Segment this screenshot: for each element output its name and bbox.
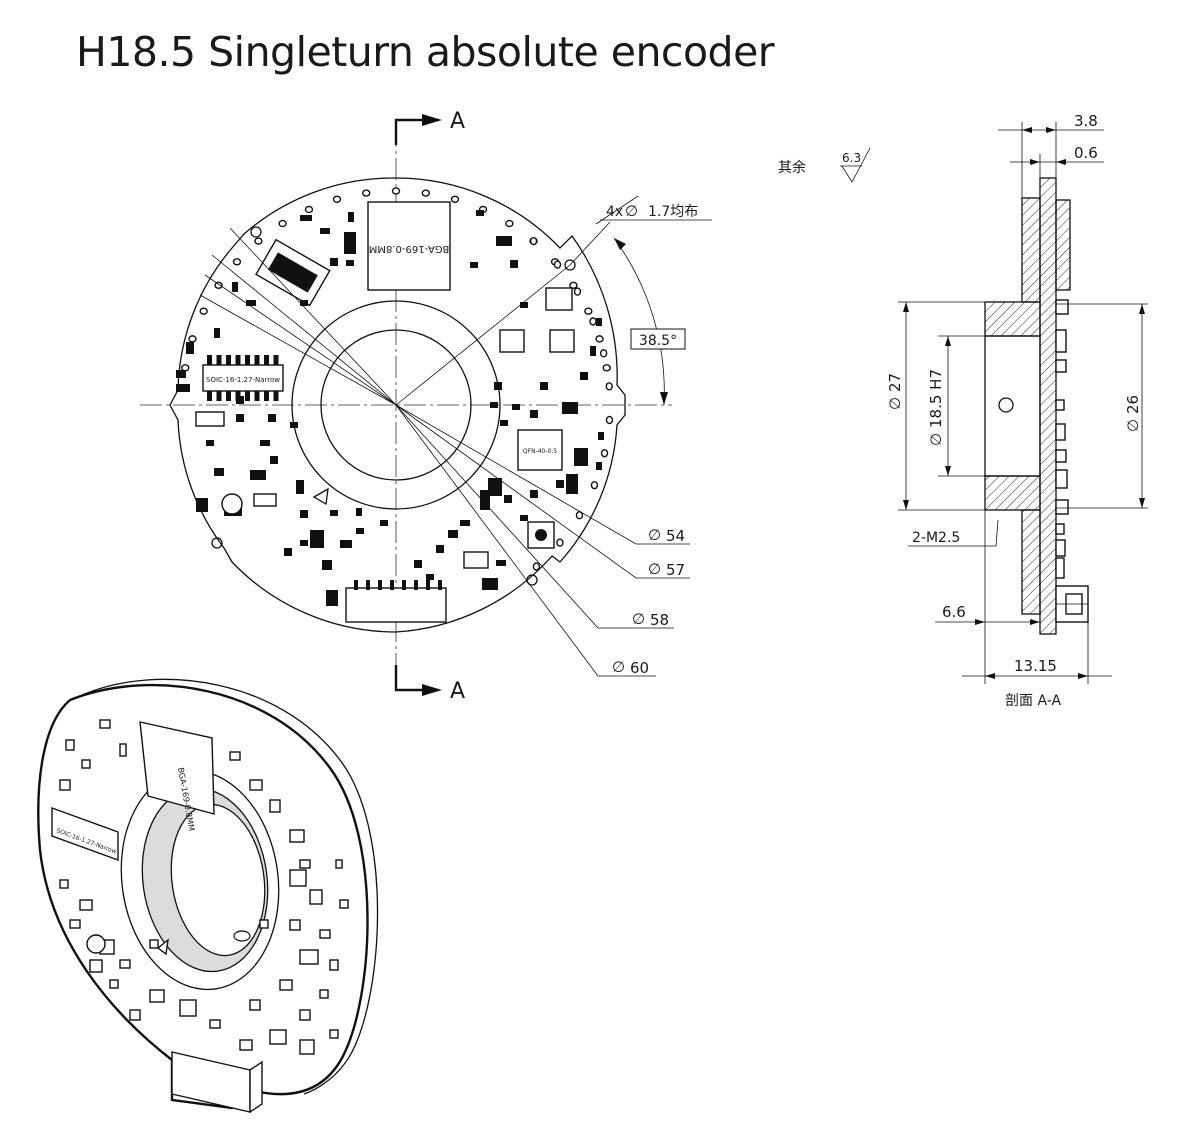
svg-text:27: 27 bbox=[886, 373, 904, 392]
roughness-symbol: 其余 6.3 bbox=[778, 147, 871, 183]
qfn-chip: QFN-40-0.5 bbox=[517, 429, 563, 471]
svg-text:其余: 其余 bbox=[778, 159, 806, 176]
dia-54-label: ∅ 54 bbox=[648, 526, 685, 545]
iso-pcb-outline bbox=[37, 683, 369, 1110]
svg-text:38.5°: 38.5° bbox=[639, 333, 677, 349]
svg-text:∅: ∅ bbox=[886, 397, 904, 410]
component-upper bbox=[1055, 199, 1071, 291]
iso-components bbox=[59, 719, 349, 1055]
svg-text:1.7均布: 1.7均布 bbox=[648, 204, 698, 220]
svg-text:A: A bbox=[450, 679, 465, 704]
dia-60-label: ∅ 60 bbox=[612, 658, 649, 677]
square-chip bbox=[527, 521, 555, 549]
bore-inner-circle bbox=[320, 329, 472, 481]
dim-13-15: 13.15 bbox=[962, 622, 1112, 684]
svg-text:BGA-169-0.8MM: BGA-169-0.8MM bbox=[369, 243, 450, 254]
svg-text:4x: 4x bbox=[606, 204, 623, 220]
front-view: A A BGA-169-0.8MM SOIC-16-1.27- bbox=[140, 109, 712, 704]
bga-chip: BGA-169-0.8MM bbox=[367, 201, 451, 291]
svg-text:A: A bbox=[450, 109, 465, 134]
pcb-plate-section bbox=[1039, 177, 1057, 635]
svg-text:54: 54 bbox=[666, 527, 685, 545]
section-label: 剖面 A-A bbox=[1005, 693, 1061, 709]
dim-dia-26: ∅ 26 bbox=[1056, 303, 1148, 509]
svg-text:∅: ∅ bbox=[625, 202, 638, 220]
diameter-leaders bbox=[199, 221, 690, 677]
dia-57-label: ∅ 57 bbox=[648, 560, 685, 579]
soic-chip: SOIC-16-1.27-Narrow bbox=[202, 355, 284, 401]
bore-outer-circle bbox=[291, 300, 501, 510]
svg-text:6.6: 6.6 bbox=[942, 603, 966, 621]
hub-bore bbox=[984, 335, 1041, 477]
svg-text:58: 58 bbox=[650, 611, 669, 629]
svg-text:∅: ∅ bbox=[927, 433, 945, 446]
isometric-view: BGA-169-0.8MM SOIC-16-1.27-Narrow bbox=[37, 678, 379, 1114]
svg-text:QFN-40-0.5: QFN-40-0.5 bbox=[523, 448, 557, 455]
svg-text:3.8: 3.8 bbox=[1074, 112, 1098, 130]
dim-dia-18-5: ∅ 18.5 H7 bbox=[927, 335, 985, 477]
dim-6-6: 6.6 bbox=[935, 510, 1041, 684]
svg-text:13.15: 13.15 bbox=[1014, 657, 1057, 675]
flange-upper bbox=[1021, 197, 1041, 303]
iso-connector bbox=[171, 1051, 263, 1114]
svg-text:0.6: 0.6 bbox=[1074, 144, 1098, 162]
section-view: 其余 6.3 3.8 0.6 bbox=[778, 112, 1148, 709]
angle-dimension: 38.5° bbox=[595, 195, 686, 406]
hole-note: 4x ∅ 1.7均布 bbox=[600, 202, 712, 221]
dim-0-6: 0.6 bbox=[1010, 144, 1104, 178]
hub-upper bbox=[984, 301, 1041, 337]
side-connector bbox=[1055, 585, 1089, 623]
svg-text:∅: ∅ bbox=[1124, 419, 1142, 432]
rotated-ic bbox=[255, 238, 331, 307]
svg-text:∅: ∅ bbox=[648, 526, 661, 544]
svg-text:18.5 H7: 18.5 H7 bbox=[927, 369, 945, 428]
triangle-marker bbox=[312, 487, 329, 506]
svg-text:∅: ∅ bbox=[612, 658, 625, 676]
hub-lower bbox=[984, 475, 1041, 511]
bottom-connector bbox=[345, 580, 447, 623]
edge-pads bbox=[181, 187, 614, 571]
flange-lower bbox=[1021, 509, 1041, 615]
bore-hole bbox=[998, 397, 1014, 413]
dim-3-8: 3.8 bbox=[998, 112, 1104, 198]
svg-text:∅: ∅ bbox=[632, 610, 645, 628]
thread-callout: 2-M2.5 bbox=[908, 519, 999, 547]
section-arrow-top: A bbox=[394, 109, 465, 145]
svg-text:∅: ∅ bbox=[648, 560, 661, 578]
iso-soic-chip: SOIC-16-1.27-Narrow bbox=[51, 807, 119, 861]
dim-dia-27: ∅ 27 bbox=[886, 301, 985, 511]
svg-text:57: 57 bbox=[666, 561, 685, 579]
svg-text:2-M2.5: 2-M2.5 bbox=[912, 530, 960, 546]
svg-text:60: 60 bbox=[630, 659, 649, 677]
side-components bbox=[1055, 299, 1069, 579]
dia-58-label: ∅ 58 bbox=[632, 610, 669, 629]
svg-text:26: 26 bbox=[1124, 395, 1142, 414]
section-arrow-bottom: A bbox=[394, 665, 465, 704]
pcb-outline bbox=[169, 177, 626, 633]
smd-components bbox=[176, 210, 604, 606]
svg-text:SOIC-16-1.27-Narrow: SOIC-16-1.27-Narrow bbox=[206, 376, 280, 384]
page-title: H18.5 Singleturn absolute encoder bbox=[76, 28, 775, 76]
svg-text:6.3: 6.3 bbox=[842, 151, 861, 165]
mounting-holes bbox=[211, 226, 576, 586]
